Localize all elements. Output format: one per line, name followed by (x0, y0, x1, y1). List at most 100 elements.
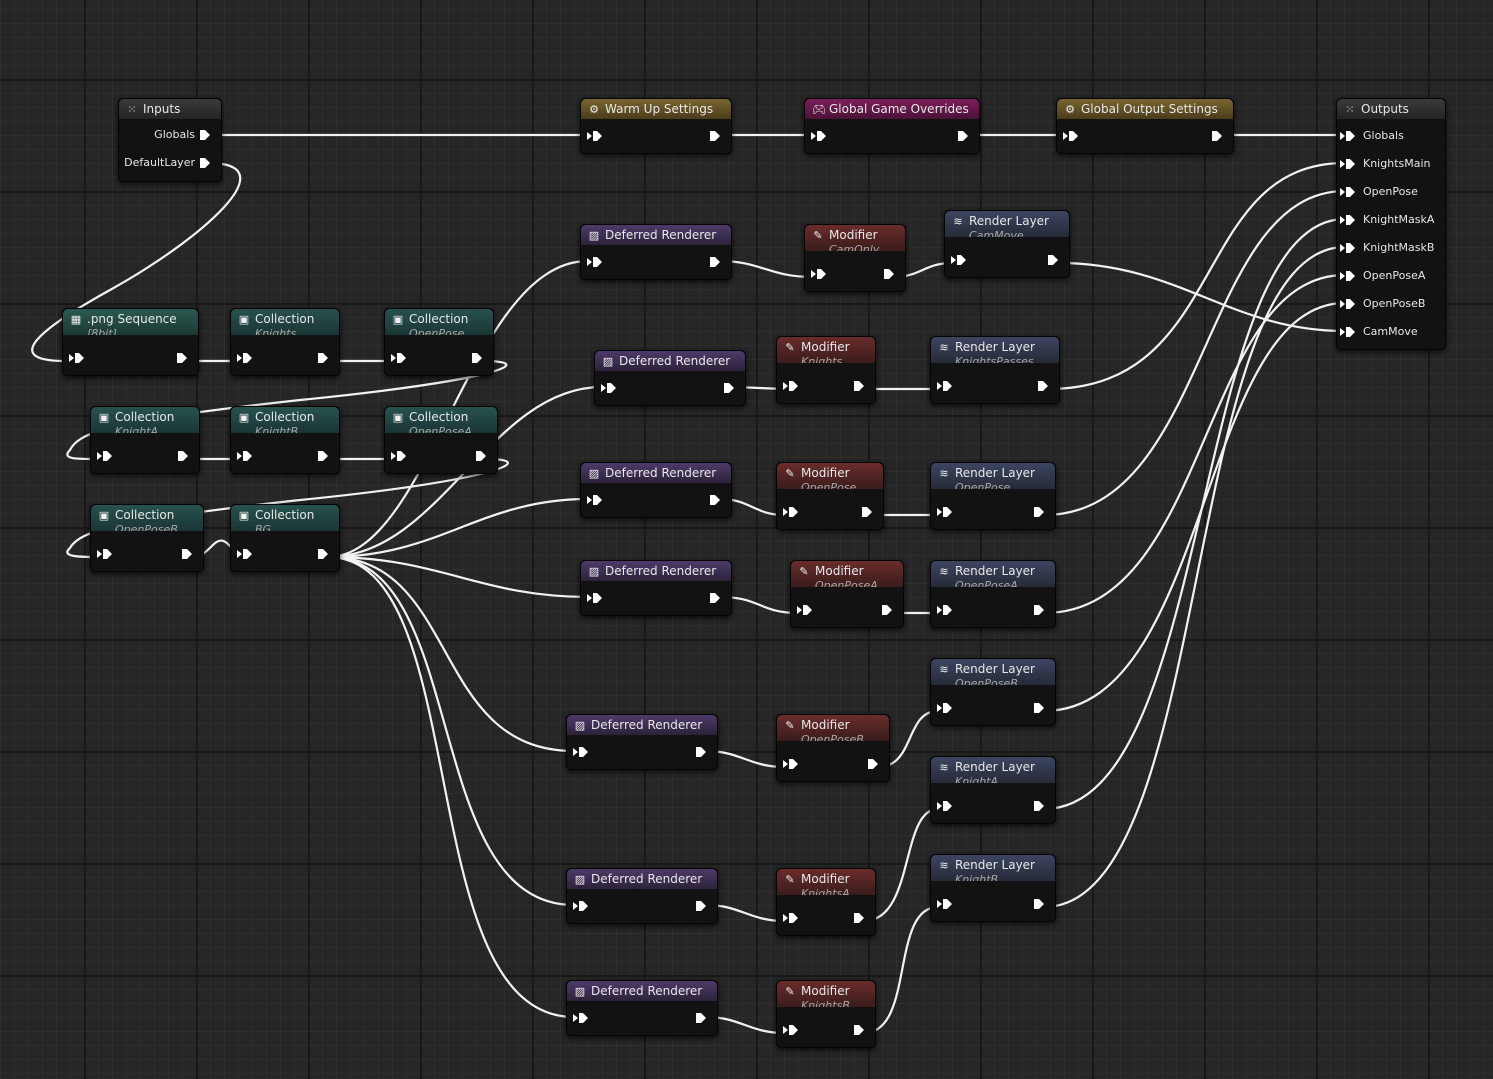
exec-pin-out[interactable] (181, 548, 193, 560)
exec-pin-in[interactable] (937, 506, 953, 518)
exec-pin-out[interactable] (471, 352, 483, 364)
exec-pin-in[interactable] (391, 450, 407, 462)
exec-pin-in[interactable] (573, 746, 589, 758)
exec-pin-in[interactable] (1340, 130, 1356, 142)
exec-pin-out[interactable] (475, 450, 487, 462)
exec-pin-out[interactable] (1033, 800, 1045, 812)
exec-pin-in[interactable] (951, 254, 967, 266)
exec-pin-out[interactable] (709, 256, 721, 268)
node-header[interactable]: ▦.png Sequence[8bit] (63, 309, 198, 335)
deferred-renderer-node[interactable]: ▨Deferred Renderer (566, 980, 718, 1036)
exec-pin-in[interactable] (1340, 270, 1356, 282)
node-header[interactable]: ▨Deferred Renderer (581, 561, 731, 581)
node-header[interactable]: ▨Deferred Renderer (581, 225, 731, 245)
exec-pin-out[interactable] (177, 450, 189, 462)
exec-pin-in[interactable] (97, 450, 113, 462)
node-header[interactable]: 🎮︎ Global Game Overrides (805, 99, 979, 119)
node-header[interactable]: ▨Deferred Renderer (595, 351, 745, 371)
exec-pin-in[interactable] (587, 130, 603, 142)
exec-pin-out[interactable] (1033, 898, 1045, 910)
exec-pin-in[interactable] (391, 352, 407, 364)
node-header[interactable]: ▨Deferred Renderer (567, 869, 717, 889)
deferred-renderer-node[interactable]: ▨Deferred Renderer (594, 350, 746, 406)
outputs-node-header[interactable]: ⁙ Outputs (1337, 99, 1445, 119)
exec-pin-out[interactable] (861, 506, 873, 518)
exec-pin-in[interactable] (587, 256, 603, 268)
exec-pin-in[interactable] (237, 450, 253, 462)
exec-pin-in[interactable] (811, 268, 827, 280)
exec-pin-out[interactable] (709, 592, 721, 604)
exec-pin-out[interactable] (957, 130, 969, 142)
exec-pin-in[interactable] (1340, 214, 1356, 226)
global-game-overrides-node[interactable]: 🎮︎ Global Game Overrides (804, 98, 980, 154)
exec-pin-out[interactable] (1037, 380, 1049, 392)
deferred-renderer-node[interactable]: ▨Deferred Renderer (580, 224, 732, 280)
node-header[interactable]: ▨Deferred Renderer (581, 463, 731, 483)
inputs-node[interactable]: ⁙ Inputs Globals DefaultLayer (118, 98, 222, 182)
exec-pin-in[interactable] (797, 604, 813, 616)
exec-pin-in[interactable] (587, 494, 603, 506)
node-header[interactable]: ⚙ Global Output Settings (1057, 99, 1233, 119)
inputs-node-header[interactable]: ⁙ Inputs (119, 99, 221, 119)
exec-pin-out[interactable] (709, 130, 721, 142)
exec-pin-out[interactable] (881, 604, 893, 616)
exec-pin-in[interactable] (783, 912, 799, 924)
exec-pin-in[interactable] (937, 800, 953, 812)
exec-pin-out[interactable] (853, 912, 865, 924)
exec-pin-out[interactable] (317, 352, 329, 364)
exec-pin-out[interactable] (199, 157, 211, 169)
node-header[interactable]: ⚙ Warm Up Settings (581, 99, 731, 119)
png-sequence-node[interactable]: ▦.png Sequence[8bit] (62, 308, 199, 376)
exec-pin-in[interactable] (811, 130, 827, 142)
exec-pin-out[interactable] (1033, 702, 1045, 714)
exec-pin-out[interactable] (695, 900, 707, 912)
exec-pin-in[interactable] (573, 900, 589, 912)
exec-pin-in[interactable] (587, 592, 603, 604)
deferred-renderer-node[interactable]: ▨Deferred Renderer (580, 560, 732, 616)
exec-pin-out[interactable] (317, 450, 329, 462)
exec-pin-in[interactable] (937, 604, 953, 616)
exec-pin-in[interactable] (69, 352, 85, 364)
exec-pin-out[interactable] (317, 548, 329, 560)
exec-pin-in[interactable] (783, 1024, 799, 1036)
exec-pin-out[interactable] (1033, 604, 1045, 616)
node-header[interactable]: ▨Deferred Renderer (567, 715, 717, 735)
exec-pin-in[interactable] (1340, 242, 1356, 254)
exec-pin-in[interactable] (1340, 158, 1356, 170)
exec-pin-out[interactable] (1033, 506, 1045, 518)
exec-pin-out[interactable] (723, 382, 735, 394)
exec-pin-out[interactable] (695, 1012, 707, 1024)
exec-pin-in[interactable] (937, 380, 953, 392)
exec-pin-in[interactable] (937, 898, 953, 910)
warm-up-settings-node[interactable]: ⚙ Warm Up Settings (580, 98, 732, 154)
exec-pin-in[interactable] (783, 380, 799, 392)
deferred-renderer-node[interactable]: ▨Deferred Renderer (566, 714, 718, 770)
